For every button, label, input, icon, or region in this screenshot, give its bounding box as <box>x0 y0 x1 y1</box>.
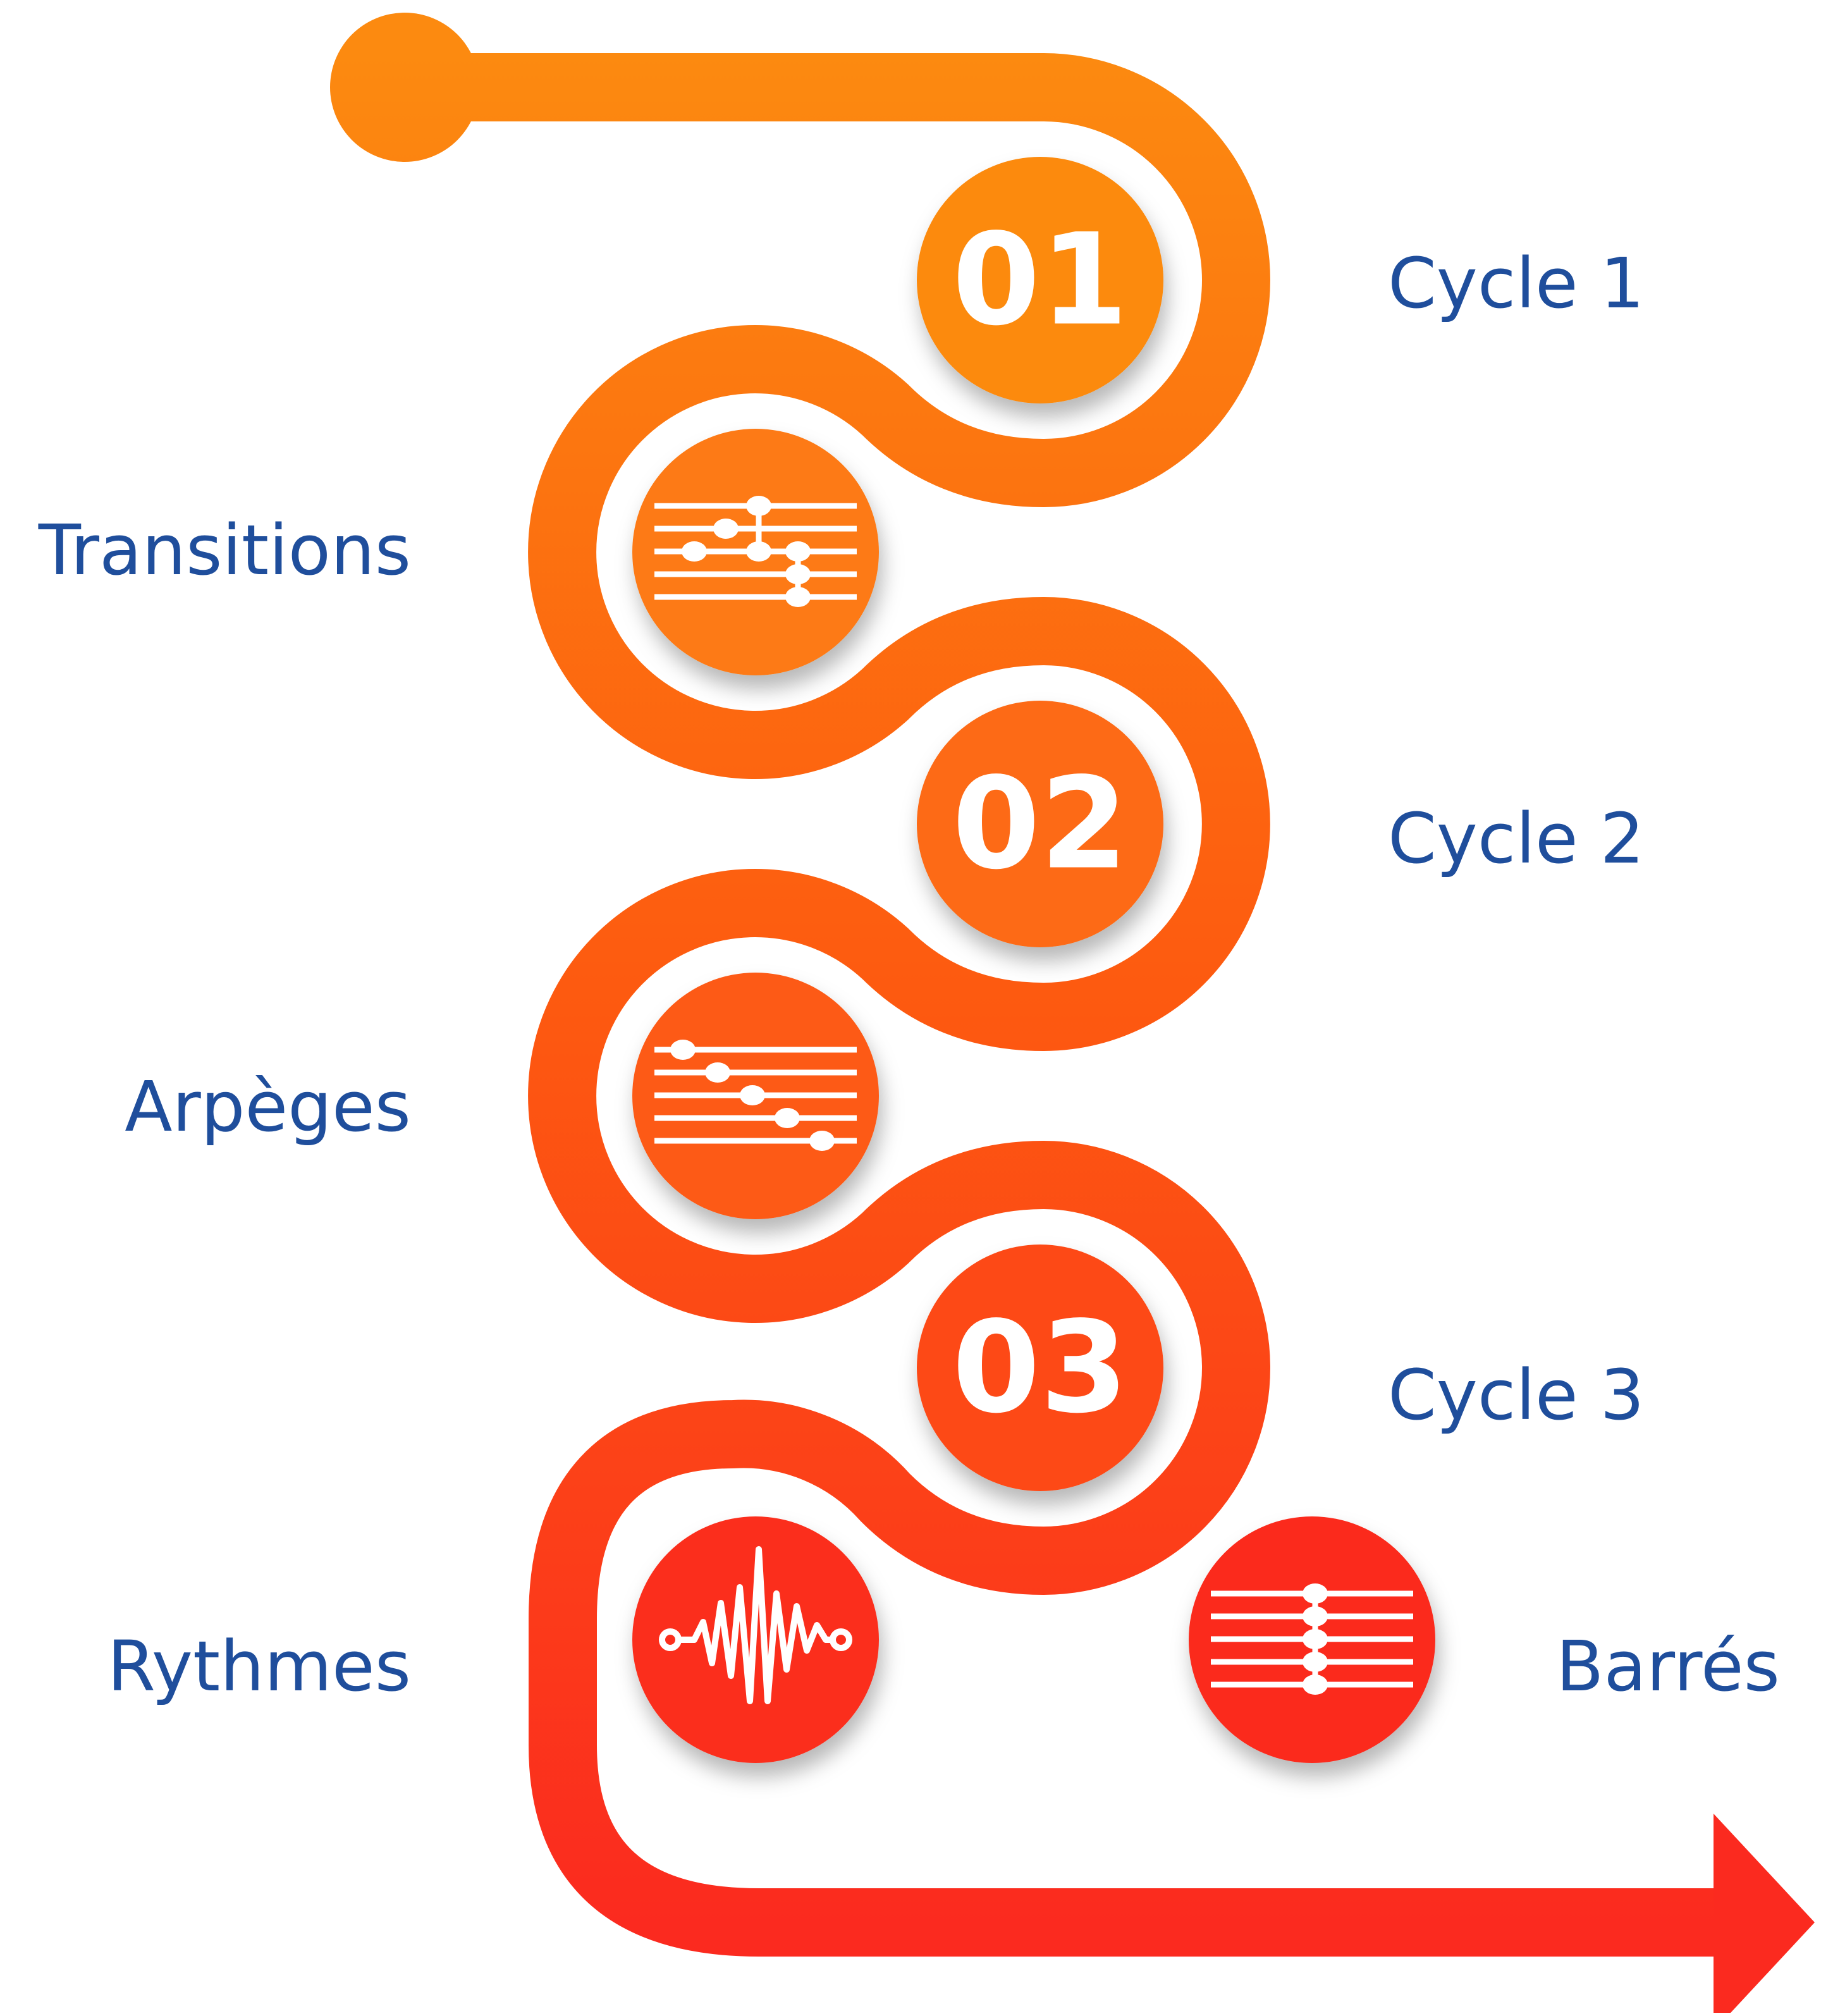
topic-circle-arpeges <box>632 973 879 1219</box>
path-arrow-head <box>1714 1814 1815 2016</box>
cycle-label: Cycle 1 <box>1388 243 1645 324</box>
string-sliders-vertical-icon <box>1211 1583 1413 1695</box>
topic-label: Barrés <box>1556 1626 1780 1707</box>
winding-path <box>330 13 1815 2016</box>
topic-circle-transitions <box>632 429 879 675</box>
topic-circle-barres <box>1189 1516 1435 1763</box>
step-number: 02 <box>952 751 1128 898</box>
cycle-label: Cycle 2 <box>1388 798 1645 879</box>
string-sliders-diagonal-icon <box>654 1040 857 1151</box>
string-sliders-icon <box>654 496 857 607</box>
cycle-label: Cycle 3 <box>1388 1355 1645 1435</box>
topic-label: Transitions <box>38 510 411 591</box>
step-circle-02 <box>917 701 1163 947</box>
step-number: 03 <box>952 1294 1128 1442</box>
topic-circle-rythmes <box>632 1516 879 1763</box>
topic-label: Rythmes <box>107 1626 412 1707</box>
step-circle-01 <box>917 157 1163 403</box>
topic-label: Arpèges <box>125 1066 411 1147</box>
step-number: 01 <box>952 207 1128 354</box>
waveform-icon <box>659 1546 852 1704</box>
step-circle-03 <box>917 1245 1163 1491</box>
path-road <box>405 53 1720 1957</box>
